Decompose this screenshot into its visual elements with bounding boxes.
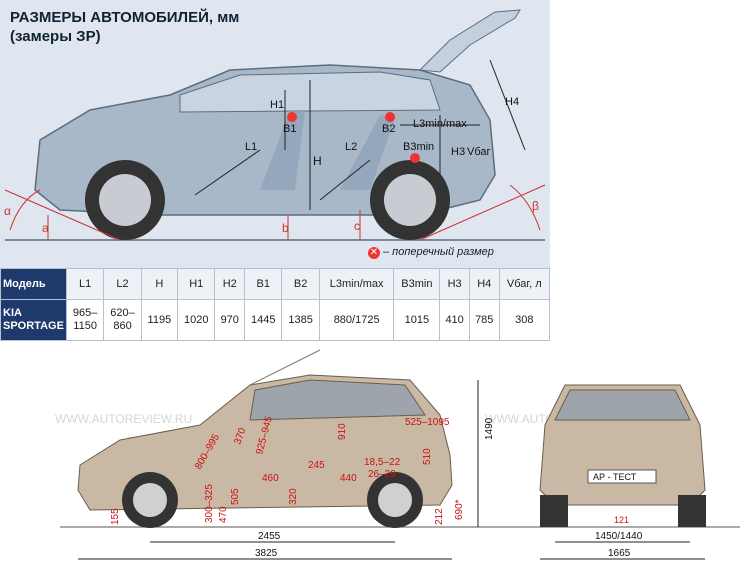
table-row: KIA SPORTAGE 965–1150 620–860 1195 1020 … — [0, 299, 551, 341]
table-cell: 1195 — [140, 299, 179, 341]
dim-height: 1490 — [484, 417, 495, 440]
col-header: H — [140, 268, 179, 300]
col-header: H1 — [177, 268, 216, 300]
front-left-wheel — [540, 495, 568, 527]
table-cell: 620–860 — [103, 299, 142, 341]
dim-label: 470 — [218, 506, 229, 523]
dim-label: 910 — [337, 423, 348, 440]
table-cell: 970 — [214, 299, 246, 341]
col-header: B1 — [244, 268, 283, 300]
dim-label: 460 — [262, 473, 279, 484]
cross-icon — [385, 112, 395, 122]
table-cell: 308 — [498, 299, 551, 341]
page-title: РАЗМЕРЫ АВТОМОБИЛЕЙ, мм (замеры ЗР) — [10, 9, 240, 45]
col-header: H3 — [439, 268, 470, 300]
dim-label: 440 — [340, 473, 357, 484]
label-H: H — [313, 154, 322, 168]
label-c: c — [354, 219, 360, 233]
table-cell: 1385 — [281, 299, 320, 341]
label-b: b — [282, 221, 289, 235]
table-cell: 1445 — [244, 299, 283, 341]
dim-width: 1665 — [608, 548, 631, 559]
table-header-row: Модель L1 L2 H H1 H2 B1 B2 L3min/max B3m… — [0, 268, 551, 300]
label-beta: β — [532, 199, 539, 213]
watermark: WWW.AUTOREVIEW.RU — [55, 412, 192, 426]
col-header: B3min — [393, 268, 441, 300]
col-header: B2 — [281, 268, 320, 300]
dim-label: 300–325 — [204, 484, 215, 523]
cross-icon: ✕ — [368, 247, 380, 259]
label-V: Vбаг — [467, 146, 491, 158]
table-cell: 965–1150 — [65, 299, 105, 341]
front-right-wheel — [678, 495, 706, 527]
label-B1: B1 — [283, 123, 296, 135]
cross-icon — [287, 112, 297, 122]
label-H3: H3 — [451, 146, 465, 158]
dim-label: 505 — [230, 488, 241, 505]
dim-wheelbase: 2455 — [258, 531, 281, 542]
col-header: H4 — [468, 268, 500, 300]
table-cell: 785 — [468, 299, 500, 341]
spec-table: Модель L1 L2 H H1 H2 B1 B2 L3min/max B3m… — [0, 268, 551, 341]
label-B2: B2 — [382, 123, 395, 135]
col-header: H2 — [214, 268, 246, 300]
dim-label: 525–1095 — [405, 417, 450, 428]
label-L3: L3min/max — [413, 118, 467, 130]
dim-label: 690* — [454, 499, 465, 520]
suv-side-diagram: a b c α β H H1 B1 B2 L1 L2 L3min/max B3m… — [4, 9, 546, 241]
label-L2: L2 — [345, 141, 357, 153]
label-alpha: α — [4, 204, 11, 218]
dim-label: 510 — [422, 448, 433, 465]
dimensions-panel: РАЗМЕРЫ АВТОМОБИЛЕЙ, мм (замеры ЗР) — [0, 0, 550, 268]
plate-text: АР - ТЕСТ — [593, 472, 637, 482]
cross-icon — [410, 153, 420, 163]
dim-label: 245 — [308, 460, 325, 471]
dim-track: 1450/1440 — [595, 531, 643, 542]
label-H1: H1 — [270, 99, 284, 111]
dim-label: 212 — [434, 508, 445, 525]
license-plate — [587, 469, 657, 484]
col-header: L1 — [65, 268, 105, 300]
label-B3: B3min — [403, 141, 434, 153]
label-a: a — [42, 221, 49, 235]
col-header: L2 — [103, 268, 142, 300]
dim-clearance: 121 — [614, 515, 629, 525]
dim-label: 155 — [110, 508, 121, 525]
dim-label: 18,5–22 — [364, 457, 401, 468]
table-cell: 410 — [439, 299, 470, 341]
table-cell: 880/1725 — [318, 299, 395, 341]
col-header: Модель — [0, 268, 67, 300]
hatchback-diagrams: WWW.AUTOREVIEW.RU WWW.AUTOREVIEW.RU 800–… — [55, 349, 740, 560]
table-cell: 1015 — [393, 299, 441, 341]
dim-length: 3825 — [255, 548, 278, 559]
dim-label: 320 — [288, 488, 299, 505]
label-L1: L1 — [245, 141, 257, 153]
legend: ✕– поперечный размер — [368, 246, 494, 259]
col-header: Vбаг, л — [498, 268, 551, 300]
table-cell: 1020 — [177, 299, 216, 341]
dim-label: 26–29 — [368, 469, 396, 480]
col-header: L3min/max — [318, 268, 395, 300]
model-cell: KIA SPORTAGE — [0, 299, 67, 341]
label-H4: H4 — [505, 96, 519, 108]
